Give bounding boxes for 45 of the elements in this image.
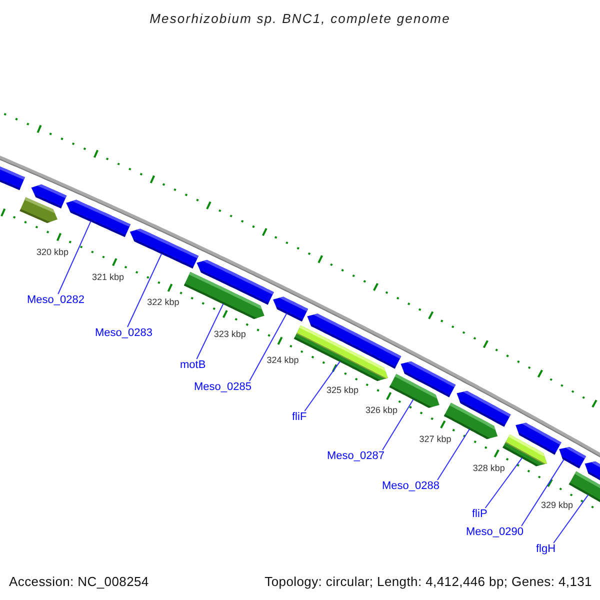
gene-block bbox=[130, 228, 199, 268]
gene-label: fliP bbox=[472, 508, 488, 520]
scale-label: 328 kbp bbox=[472, 462, 505, 472]
leader-line bbox=[382, 398, 414, 450]
gene-block bbox=[456, 390, 511, 427]
gene-label: Meso_0283 bbox=[95, 327, 152, 339]
gene-block bbox=[0, 166, 25, 190]
gene-block bbox=[584, 461, 600, 480]
leader-line bbox=[196, 303, 224, 360]
gene-label: Meso_0285 bbox=[194, 381, 252, 393]
gene-label: Meso_0282 bbox=[27, 294, 84, 306]
leader-line bbox=[484, 457, 523, 508]
gene-label: Meso_0290 bbox=[466, 526, 524, 538]
leader-line bbox=[304, 360, 340, 412]
leader-line bbox=[521, 458, 564, 526]
gene-block bbox=[389, 374, 440, 408]
leader-line bbox=[249, 312, 288, 382]
scale-label: 320 kbp bbox=[36, 246, 69, 257]
accession-text: Accession: NC_008254 bbox=[9, 574, 149, 589]
gene-label: Meso_0287 bbox=[327, 450, 384, 462]
scale-label: 323 kbp bbox=[214, 329, 246, 339]
scale-label: 321 kbp bbox=[92, 272, 124, 282]
scale-label: 322 kbp bbox=[147, 297, 180, 308]
leader-line bbox=[553, 494, 589, 544]
gene-label: flgH bbox=[536, 543, 556, 555]
gene-block bbox=[559, 447, 586, 468]
gene-label: Meso_0288 bbox=[382, 480, 440, 492]
gene-block bbox=[516, 422, 562, 455]
scale-label: 327 kbp bbox=[419, 434, 452, 444]
scale-label: 324 kbp bbox=[266, 355, 299, 365]
gene-label: fliF bbox=[292, 411, 307, 423]
gene-block bbox=[307, 314, 402, 369]
scale-label: 329 kbp bbox=[540, 500, 574, 510]
diagram-title: Mesorhizobium sp. BNC1, complete genome bbox=[150, 11, 450, 26]
gene-block bbox=[273, 296, 308, 322]
gene-block bbox=[31, 184, 67, 208]
leader-line bbox=[127, 253, 162, 328]
scale-label: 325 kbp bbox=[326, 385, 359, 396]
gene-label: motB bbox=[180, 359, 206, 371]
leader-line bbox=[437, 428, 470, 480]
scale-label: 326 kbp bbox=[365, 405, 398, 416]
genome-summary-text: Topology: circular; Length: 4,412,446 bp; Genes: 4,131 bbox=[264, 574, 592, 589]
leader-line bbox=[58, 220, 92, 294]
gene-block bbox=[66, 200, 131, 237]
gene-block bbox=[196, 260, 274, 305]
